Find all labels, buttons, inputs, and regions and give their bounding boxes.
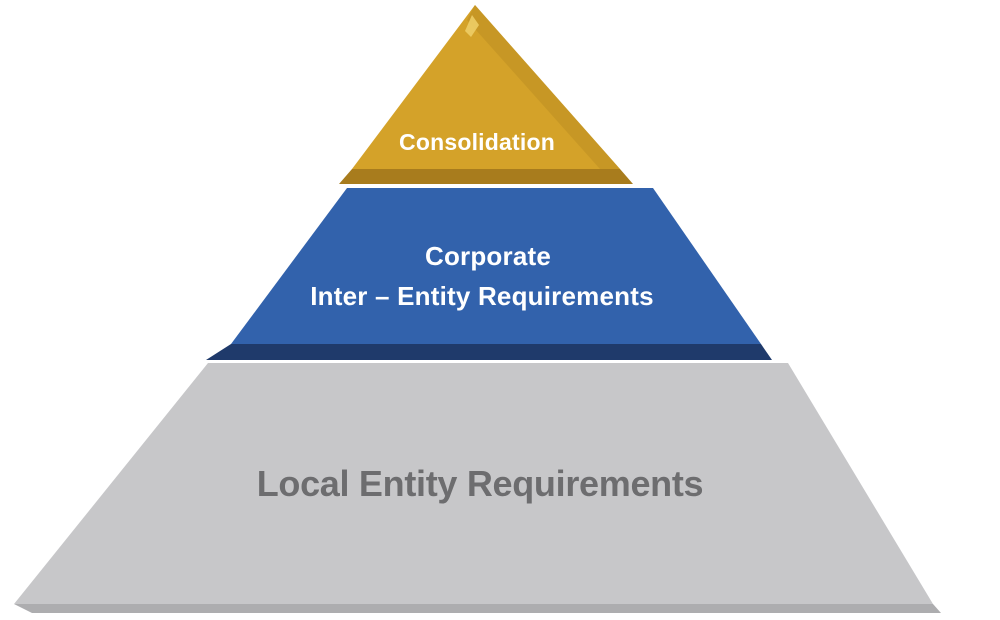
local-bottom-bevel xyxy=(14,604,941,613)
tier-corporate-inter-entity: Corporate Inter – Entity Requirements xyxy=(206,188,772,360)
local-face xyxy=(14,363,933,604)
consolidation-right-shade xyxy=(467,5,620,169)
consolidation-apex-highlight xyxy=(465,15,479,37)
consolidation-label: Consolidation xyxy=(399,129,555,155)
corporate-label-line2: Inter – Entity Requirements xyxy=(310,281,653,311)
local-label: Local Entity Requirements xyxy=(257,463,704,504)
corporate-face xyxy=(231,188,761,344)
tier-consolidation: Consolidation xyxy=(339,5,633,184)
consolidation-bottom-bevel xyxy=(339,169,633,184)
tier-local-entity: Local Entity Requirements xyxy=(14,363,941,613)
corporate-label-line1: Corporate xyxy=(425,241,551,271)
consolidation-face xyxy=(352,5,620,169)
corporate-bottom-bevel xyxy=(206,344,772,360)
